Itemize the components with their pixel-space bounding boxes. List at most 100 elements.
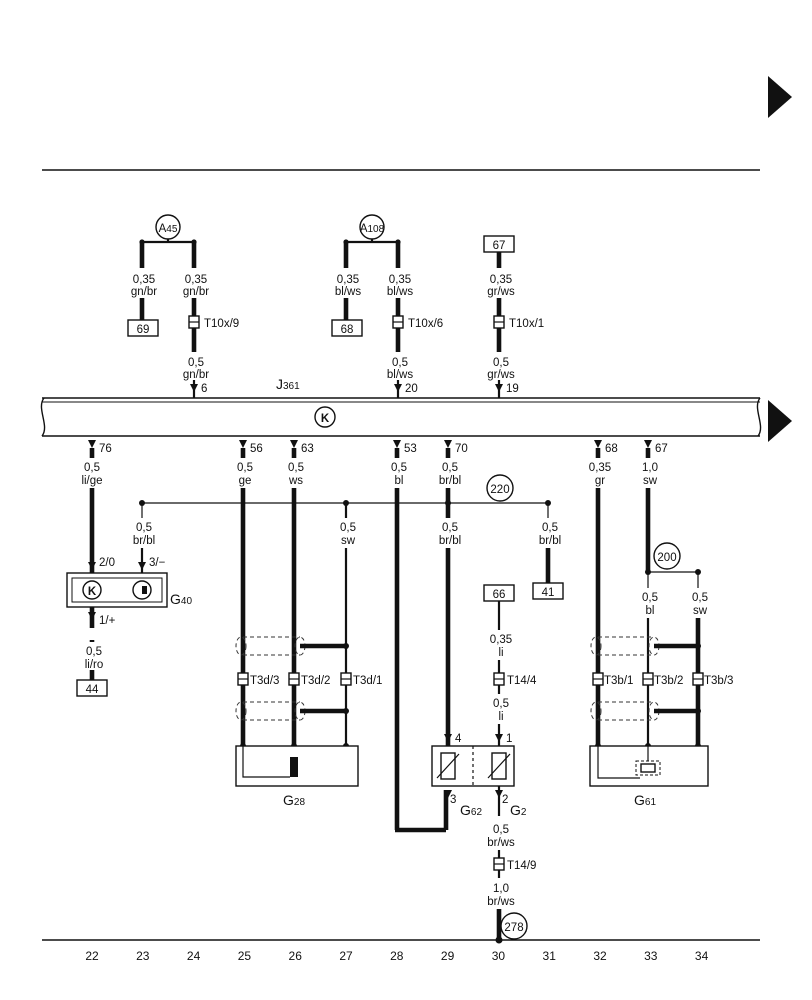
top-group-a108: A108 0,35 bl/ws 0,35 bl/ws 68 T10x/6 0,5… [331,214,443,398]
wire-56-color: ge [239,475,252,487]
wire-220-right2-color: br/bl [539,535,561,547]
ref-box-69-label: 69 [137,324,150,336]
ref-box-68-label: 68 [341,324,354,336]
pin-76: 76 [99,443,112,455]
connector-t3d2-label: T3d/2 [301,675,330,687]
g62-pin-3: 3 [450,794,456,806]
continue-arrow-top-icon[interactable] [768,76,792,118]
g40-pin-3: 3/− [149,557,166,569]
wire-pin19-pin: 19 [506,383,519,395]
sensor-g28[interactable]: T3d/3 T3d/2 T3d/1 G28 [235,448,382,808]
wire-67b-color: sw [643,475,658,487]
g28-sub: 28 [294,797,306,808]
sensor-g62-g2[interactable]: 66 0,35 li T14/4 0,5 li 4 1 3 2 G62 G2 0… [394,448,537,944]
g61-sub: 61 [645,797,657,808]
g2-sub: 2 [521,807,527,818]
ground-point-200[interactable] [653,542,681,570]
pin-68: 68 [605,443,618,455]
control-unit-icon [314,406,336,428]
g40-main: G [170,591,181,607]
wire-67-color: gr/ws [487,286,515,298]
wire-pin19-color: gr/ws [487,369,515,381]
ground-point-220[interactable] [486,474,514,502]
wire-56-size: 0,5 [237,462,253,474]
wire-a108-right-size: 0,35 [389,274,411,286]
svg-text:J361: J361 [276,376,300,392]
g2-main: G [510,802,521,818]
wire-pin6-color: gn/br [183,369,209,381]
svg-text:G28: G28 [283,792,305,808]
g40-hall-icon [82,580,102,600]
ground-278-label: 278 [504,922,523,934]
wire-pin20-size: 0,5 [392,357,408,369]
continue-arrow-mid-icon[interactable] [768,400,792,442]
svg-text:A45: A45 [159,223,178,235]
pin-67: 67 [655,443,668,455]
wire-63-size: 0,5 [288,462,304,474]
connector-t14-9-label: T14/9 [507,860,536,872]
g28-main: G [283,792,294,808]
svg-text:G40: G40 [170,591,192,607]
wire-220-mid-size: 0,5 [340,522,356,534]
control-unit-sub: 361 [283,381,300,392]
pin-70: 70 [455,443,468,455]
wire-53-color: bl [395,475,404,487]
ground-a45-sub: 45 [166,224,178,235]
connector-t3b2-label: T3b/2 [654,675,683,687]
g40-icon-glyph: K [88,586,97,598]
sensor-g61[interactable]: 200 0,5 bl 0,5 sw T3b/1 T3b/2 T3b/3 [589,448,733,808]
ground-a108-main: A [360,223,368,235]
track-number-23: 23 [136,949,150,963]
wire-a45-left-size: 0,35 [133,274,155,286]
ground-220-label: 220 [490,484,509,496]
track-number-24: 24 [187,949,201,963]
g2-pin-1: 1 [506,733,512,745]
wire-a45-right-color: gn/br [183,286,209,298]
ref-box-44-label: 44 [86,684,99,696]
ref-box-69[interactable] [127,319,159,337]
control-unit-name: J [276,376,283,392]
wire-70-color: br/bl [439,475,461,487]
track-number-27: 27 [339,949,353,963]
g40-sub: 40 [181,596,193,607]
connector-t3b1-label: T3b/1 [604,675,633,687]
g61-main: G [634,792,645,808]
control-unit-icon-glyph: K [321,413,330,425]
wire-a108-right-color: bl/ws [387,286,413,298]
ground-200-label: 200 [657,552,676,564]
wire-g40-bottom-color: li/ro [85,659,104,671]
wire-pin6-size: 0,5 [188,357,204,369]
wire-out2-color: br/ws [487,896,515,908]
connector-t10x6-label: T10x/6 [408,318,443,330]
g62-main: G [460,802,471,818]
wire-t14-4-color: li [498,711,503,723]
wire-67-size: 0,35 [490,274,512,286]
wire-68-color: gr [595,475,605,487]
connector-t3d3-label: T3d/3 [250,675,279,687]
pin-63: 63 [301,443,314,455]
svg-text:G61: G61 [634,792,656,808]
ref-box-44[interactable] [76,679,108,697]
svg-text:G62: G62 [460,802,482,818]
wire-66-size: 0,35 [490,634,512,646]
wire-g61-sw-size: 0,5 [692,592,708,604]
connector-t14-4-label: T14/4 [507,675,537,687]
bottom-wire-pins: 76 0,5 li/ge 56 0,5 ge 63 0,5 ws 53 0,5 … [81,440,668,487]
ref-box-68[interactable] [331,319,363,337]
ref-box-41[interactable] [532,582,564,600]
wire-67b-size: 1,0 [642,462,658,474]
wire-220-right1-size: 0,5 [442,522,458,534]
wire-76-color: li/ge [81,475,102,487]
sensor-g40[interactable]: 2/0 3/− K G40 1/+ 0,5 li/ro 44 [66,448,192,697]
g40-pin-1: 1/+ [99,615,116,627]
connector-t10x1-label: T10x/1 [509,318,544,330]
ground-point-278[interactable] [500,912,528,940]
g2-pin-2: 2 [502,794,508,806]
track-number-26: 26 [289,949,303,963]
control-unit-j361[interactable]: K J361 [40,376,762,437]
track-number-30: 30 [492,949,506,963]
wire-g61-bl-size: 0,5 [642,592,658,604]
pin-53: 53 [404,443,417,455]
top-group-a45: A45 0,35 gn/br 0,35 gn/br 69 T10x/9 0,5 … [127,214,239,398]
wire-g61-sw-color: sw [693,605,708,617]
